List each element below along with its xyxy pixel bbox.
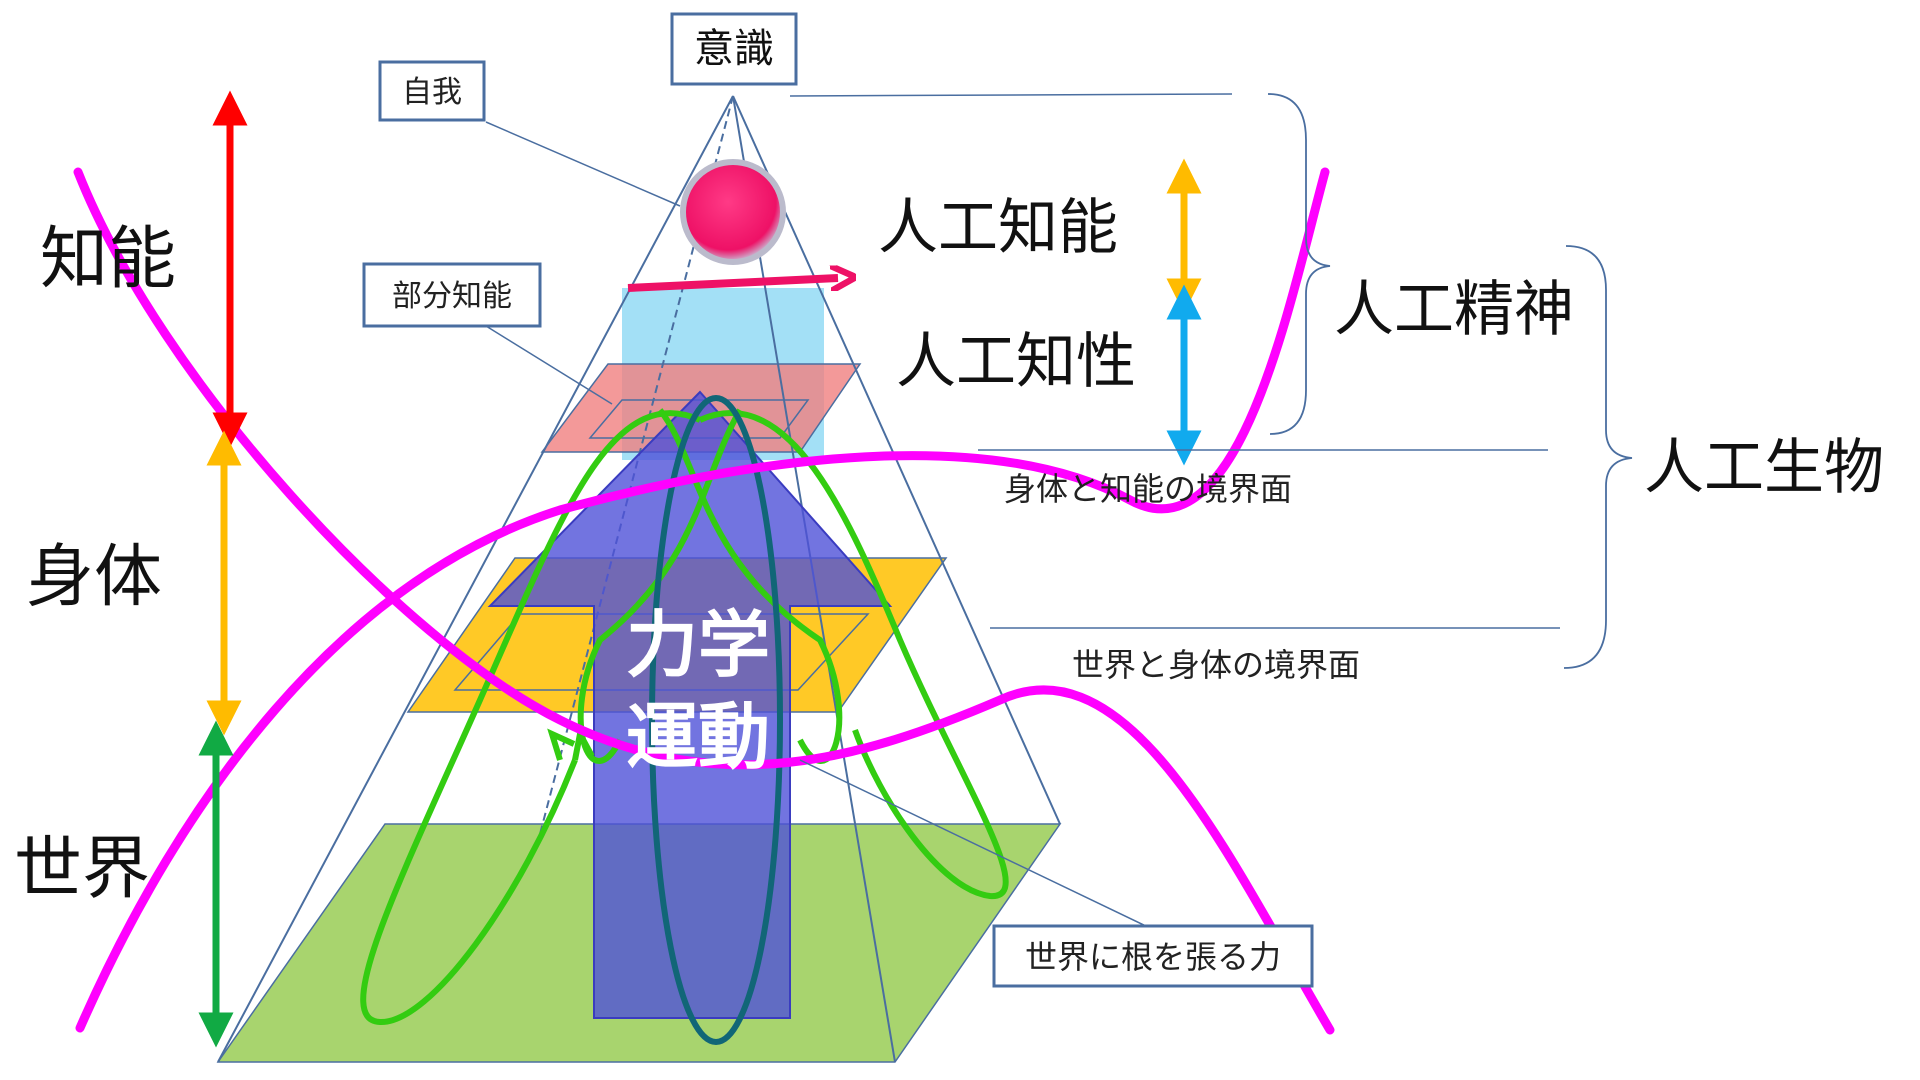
- consciousness-label: 意識: [694, 26, 774, 72]
- ego-arrow: [627, 278, 838, 292]
- world-body-interface-label: 世界と身体の境界面: [1072, 646, 1360, 684]
- partial-intelligence-label: 部分知能: [392, 279, 512, 314]
- root-force-label: 世界に根を張る力: [1025, 938, 1281, 976]
- ego-callout-line: [485, 121, 681, 207]
- root-force-callout-line: [799, 759, 1151, 929]
- body-label: 身体: [26, 538, 162, 617]
- artificial-mind-label: 人工精神: [1334, 275, 1574, 345]
- partial-intelligence-box: 部分知能: [362, 262, 542, 328]
- top-bracket-line: [789, 93, 1233, 97]
- magenta-curves: [73, 167, 1335, 1035]
- consciousness-box: 意識: [670, 12, 798, 86]
- teal-feedback-loop: [649, 395, 783, 1045]
- motion-label: 運動: [626, 695, 770, 779]
- root-force-box: 世界に根を張る力: [992, 924, 1314, 988]
- ai-label: 人工知能: [878, 193, 1118, 263]
- artificial-life-bracket: [1563, 245, 1633, 669]
- artificial-life-label: 人工生物: [1644, 433, 1884, 503]
- ego-box: 自我: [378, 60, 486, 122]
- artificial-mind-bracket: [1267, 93, 1331, 435]
- dynamics-label: 力学: [626, 603, 770, 687]
- body-intelligence-interface-label: 身体と知能の境界面: [1004, 470, 1292, 508]
- world-label: 世界: [14, 830, 150, 909]
- ego-label: 自我: [402, 75, 462, 110]
- ego-ball: [680, 159, 786, 265]
- artificial-intellect-label: 人工知性: [896, 327, 1136, 397]
- partial-intelligence-callout-line: [485, 325, 613, 405]
- intelligence-label: 知能: [40, 220, 176, 299]
